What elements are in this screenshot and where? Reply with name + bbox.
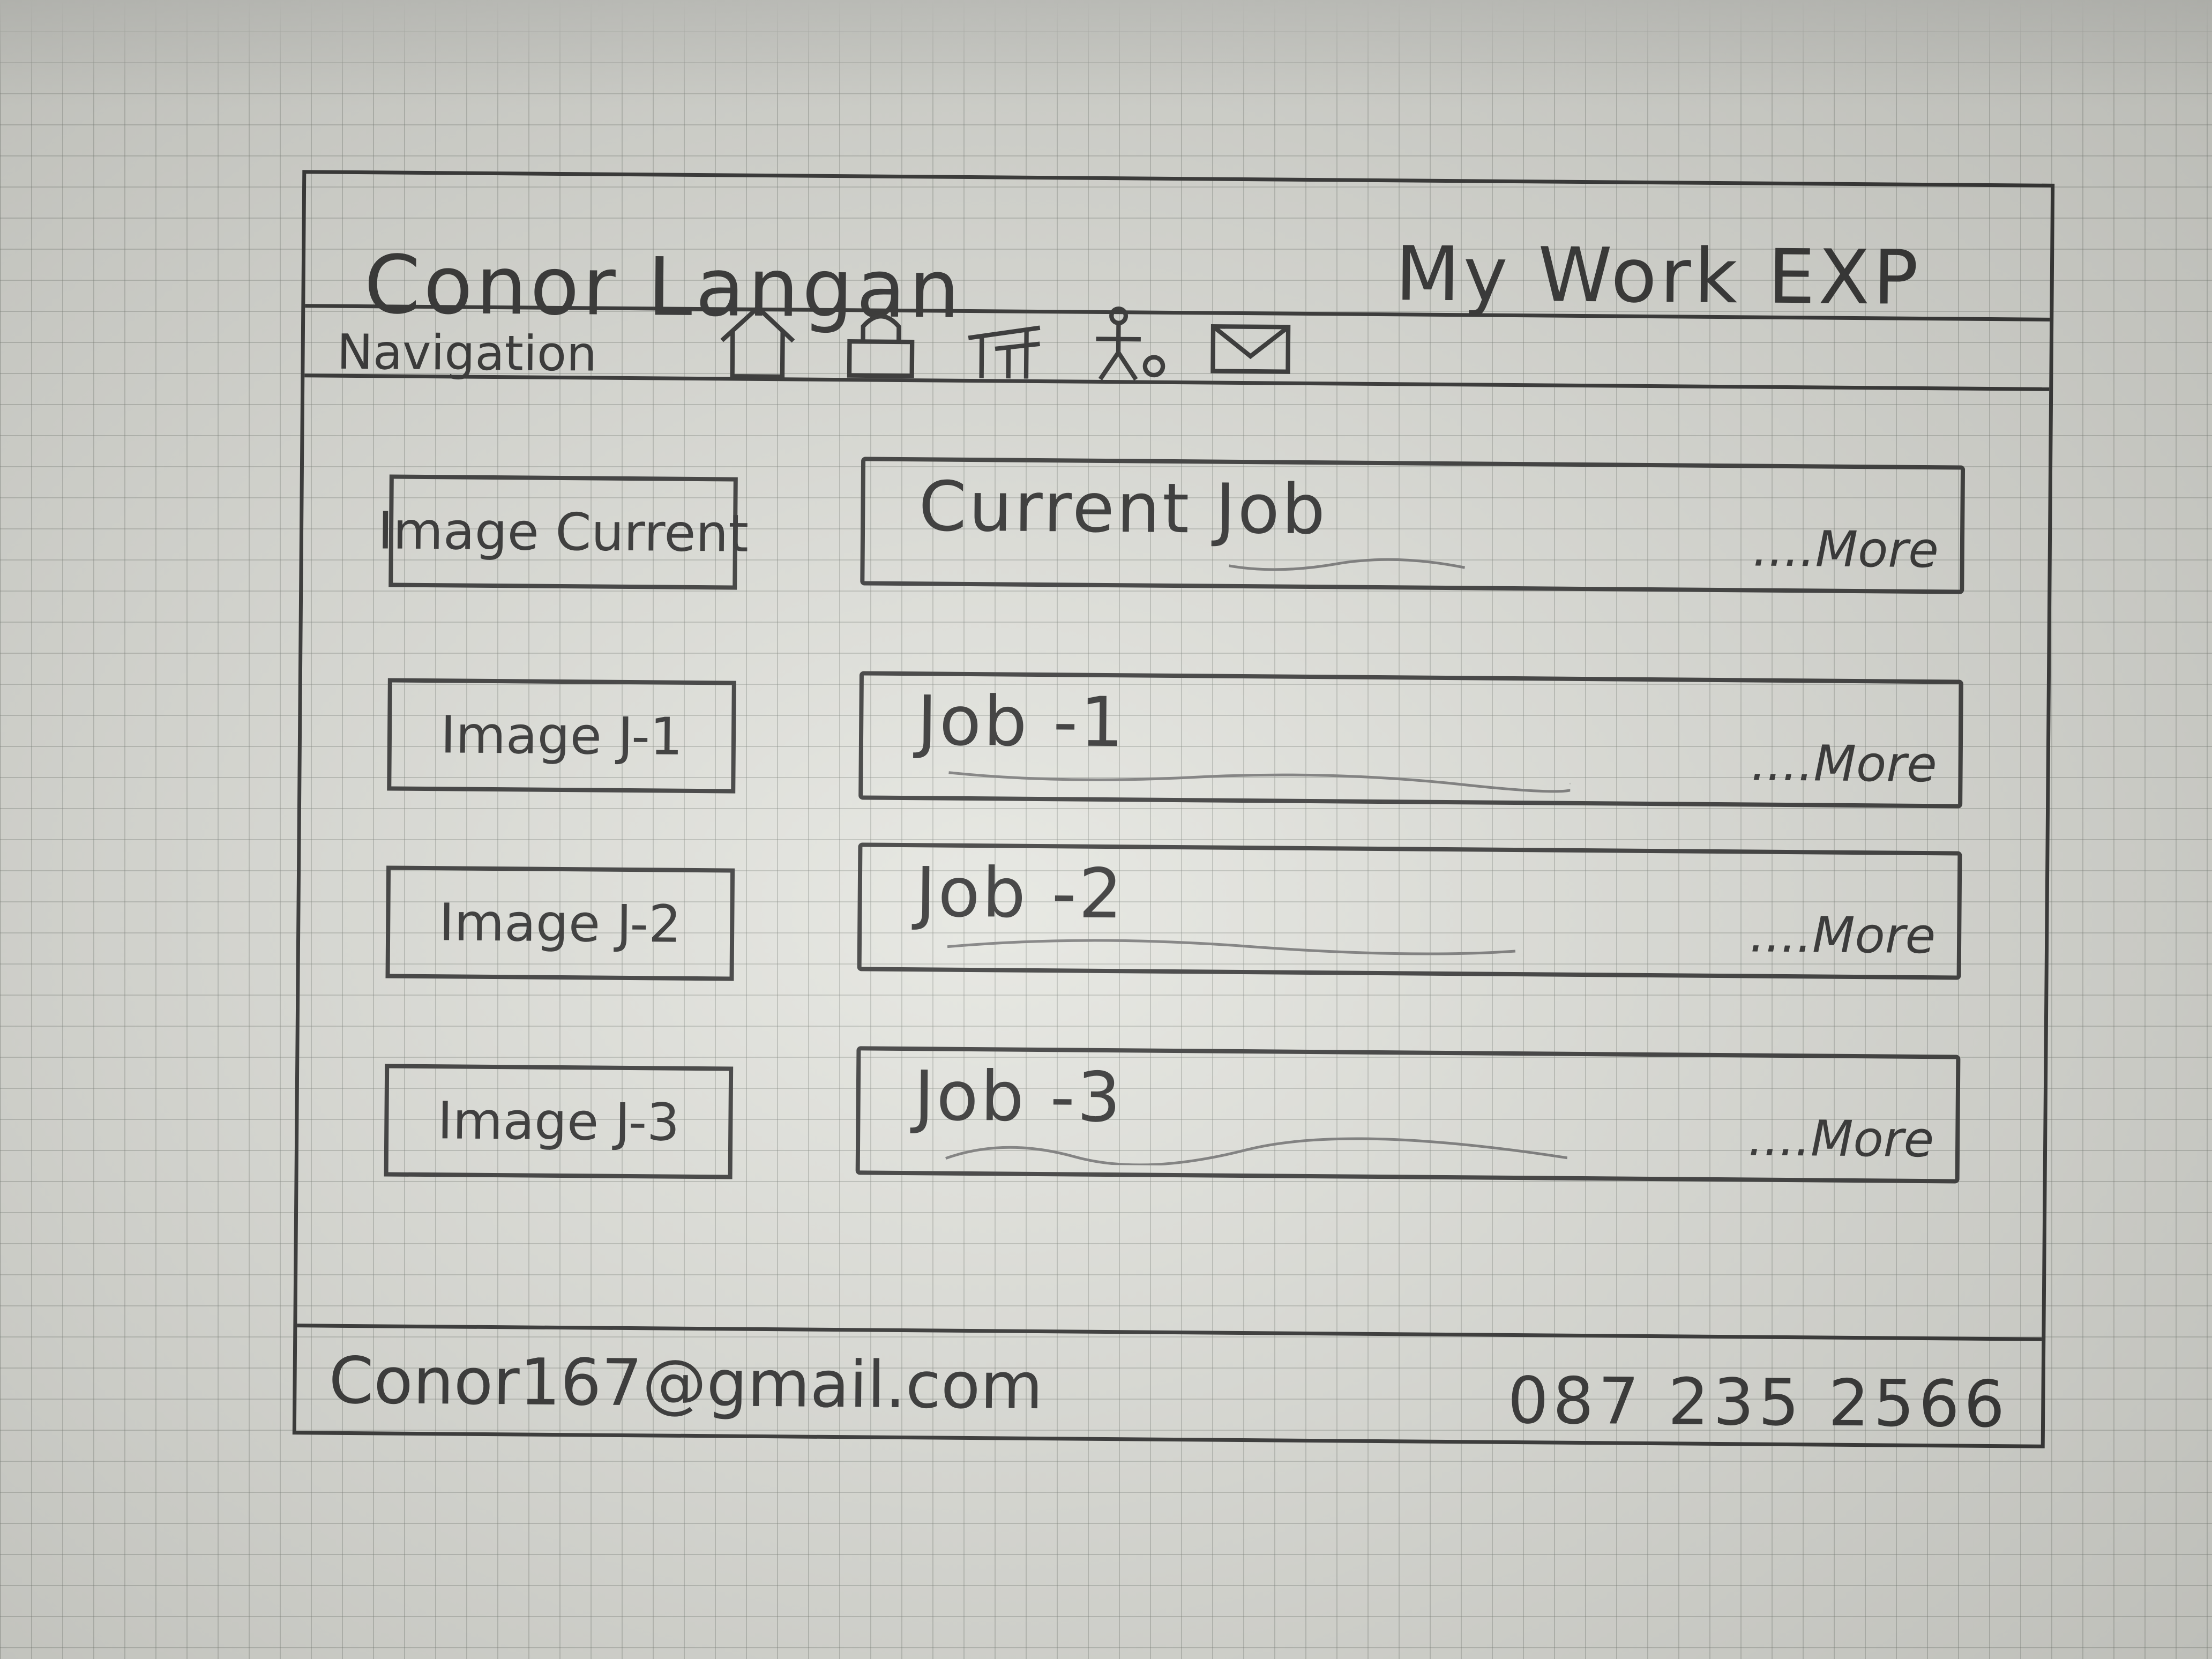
footer: Conor167@gmail.com 087 235 2566 xyxy=(296,1324,2042,1445)
job-image-current: Image Current xyxy=(378,474,749,590)
contact-phone: 087 235 2566 xyxy=(1507,1363,2009,1443)
header: Conor Langan My Work EXP xyxy=(305,174,2051,337)
job-card-1[interactable]: Job -1 ....More xyxy=(858,671,1963,809)
job-description-scribble xyxy=(945,1137,1568,1167)
page-heading: My Work EXP xyxy=(1395,230,1922,322)
navigation-label: Navigation xyxy=(337,324,597,383)
wireframe-page: Conor Langan My Work EXP Navigation Imag… xyxy=(292,170,2055,1448)
job-title: Job -2 xyxy=(915,853,1125,935)
more-link[interactable]: ....More xyxy=(1747,1109,1934,1169)
navigation-bar: Navigation xyxy=(304,304,2050,391)
job-title: Job -1 xyxy=(916,681,1126,763)
job-title: Current Job xyxy=(918,467,1328,550)
nav-icons xyxy=(712,300,1296,385)
desk-icon[interactable] xyxy=(958,302,1050,383)
paper-top-edge xyxy=(0,0,2212,107)
job-card-3[interactable]: Job -3 ....More xyxy=(855,1046,1961,1184)
job-card-2[interactable]: Job -2 ....More xyxy=(857,842,1962,980)
contact-email[interactable]: Conor167@gmail.com xyxy=(328,1343,1043,1424)
more-link[interactable]: ....More xyxy=(1752,520,1939,579)
lock-icon[interactable] xyxy=(835,301,926,382)
more-link[interactable]: ....More xyxy=(1749,906,1936,965)
job-image-3: Image J-3 xyxy=(384,1064,734,1179)
job-image-1: Image J-1 xyxy=(387,678,736,794)
more-link[interactable]: ....More xyxy=(1751,734,1938,794)
home-icon[interactable] xyxy=(712,300,803,381)
job-image-2: Image J-2 xyxy=(385,865,735,981)
mail-icon[interactable] xyxy=(1205,304,1296,385)
job-title: Job -3 xyxy=(914,1056,1123,1138)
job-description-scribble xyxy=(1229,558,1466,571)
person-icon[interactable] xyxy=(1081,303,1173,384)
job-card-current[interactable]: Current Job ....More xyxy=(860,457,1966,594)
job-description-scribble xyxy=(948,771,1571,793)
job-description-scribble xyxy=(947,939,1516,955)
